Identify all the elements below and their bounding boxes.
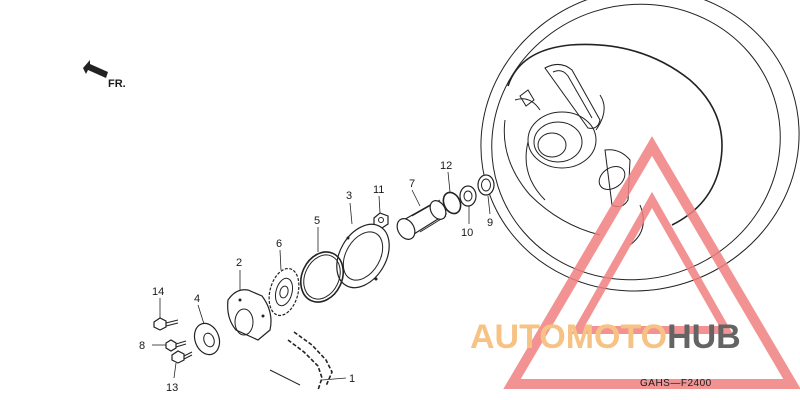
callout-8: 8 [139, 340, 145, 352]
callout-5: 5 [314, 215, 320, 227]
watermark-prefix: AUTOMOTOHUB [470, 318, 741, 356]
part-13-bolt [171, 350, 193, 364]
part-3-plate [336, 223, 390, 289]
callout-11: 11 [373, 184, 384, 196]
part-6-sprocket [268, 267, 300, 317]
rear-wheel-hub [480, 0, 800, 292]
part-14-bolt [153, 317, 179, 331]
callout-3: 3 [346, 190, 352, 202]
callout-13: 13 [166, 382, 178, 394]
part-10-bearing [459, 185, 477, 207]
callout-7: 7 [409, 178, 415, 190]
callout-10: 10 [461, 227, 473, 239]
part-8-bolt [165, 339, 187, 352]
front-direction-arrow-icon [83, 60, 108, 78]
part-4-washer [193, 322, 221, 356]
part-2-flange [227, 289, 272, 341]
callout-numbers: 1 2 3 4 5 6 7 8 9 10 11 12 13 14 [139, 160, 493, 394]
part-5-o-ring [300, 251, 344, 303]
callout-leaders [152, 171, 491, 381]
part-1-chain [269, 331, 333, 391]
callout-9: 9 [487, 217, 493, 229]
watermark-logo: AUTOMOTOHUB [470, 136, 800, 389]
part-12-circlip [442, 191, 462, 215]
part-9-seal [477, 174, 495, 196]
callout-4: 4 [194, 293, 200, 305]
callout-6: 6 [276, 238, 282, 250]
warning-triangle-icon [503, 136, 800, 389]
direction-label: FR. [108, 78, 126, 90]
callout-2: 2 [236, 257, 242, 269]
callout-14: 14 [152, 286, 164, 298]
part-7-collar [396, 199, 448, 240]
callout-12: 12 [440, 160, 452, 172]
diagram-code: GAHS—F2400 [640, 378, 712, 389]
callout-1: 1 [349, 373, 355, 385]
